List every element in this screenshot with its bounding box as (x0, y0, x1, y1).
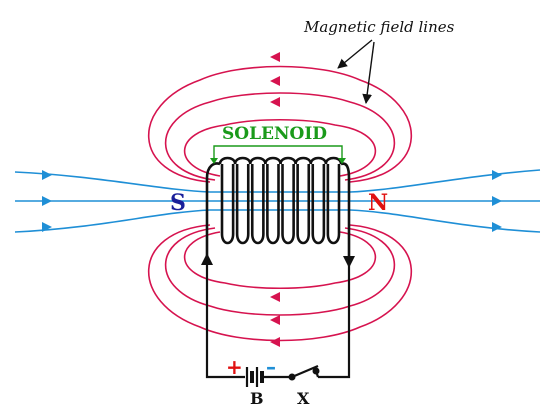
axial-arrow-left-bottom (42, 222, 52, 232)
solenoid-bracket (210, 145, 346, 164)
field-arrow-lower-inner (270, 292, 280, 302)
axial-arrow-left-middle (42, 196, 52, 206)
axial-line-bottom (14, 209, 541, 233)
field-arrow-upper-inner (270, 97, 280, 107)
coil-left-lead (205, 162, 221, 258)
coil-turn (324, 156, 343, 245)
coil-turns (218, 156, 343, 245)
bracket-arrow-right (338, 158, 346, 164)
upper-field-loops (147, 52, 413, 183)
key-wire-right (314, 370, 320, 378)
field-arrow-lower-middle (270, 315, 280, 325)
field-loop-upper-middle (164, 92, 396, 181)
label-pointers (337, 39, 375, 104)
field-arrow-upper-outer (270, 52, 280, 62)
lower-field-loops (147, 224, 413, 347)
bracket-arrow-left (210, 158, 218, 164)
bracket-line (213, 145, 343, 160)
key-label: X (297, 389, 310, 408)
south-pole-label: S (170, 190, 186, 216)
axial-arrow-right-middle (492, 196, 502, 206)
axial-arrow-right-bottom (492, 222, 502, 232)
axial-field-lines (14, 169, 541, 233)
north-pole-label: N (368, 190, 388, 216)
solenoid-label: SOLENOID (222, 124, 327, 144)
axial-arrow-left-top (42, 170, 52, 180)
field-loop-lower-inner (183, 231, 377, 290)
axial-line-top (14, 169, 541, 193)
field-arrow-lower-outer (270, 337, 280, 347)
field-lines-label: Magnetic field lines (303, 18, 455, 36)
field-loop-upper-outer (147, 65, 413, 183)
battery-minus-sign: – (266, 355, 276, 379)
battery (245, 367, 264, 387)
field-loop-upper-inner (183, 118, 377, 177)
circuit-wire-left (205, 258, 245, 379)
circuit (201, 253, 355, 379)
pointer-to-outer-loop (337, 39, 373, 69)
pointer-to-middle-loop (362, 41, 375, 104)
axial-arrow-right-top (492, 170, 502, 180)
battery-label: B (250, 389, 264, 408)
current-arrow-down (343, 256, 355, 268)
field-arrow-upper-middle (270, 76, 280, 86)
coil-right-lead (340, 162, 351, 258)
circuit-wire-right (318, 258, 351, 379)
key-lever (291, 364, 319, 379)
solenoid-coil (205, 156, 351, 258)
battery-plus-sign: + (226, 355, 243, 379)
current-arrow-up (201, 253, 213, 265)
plug-key (288, 364, 320, 381)
